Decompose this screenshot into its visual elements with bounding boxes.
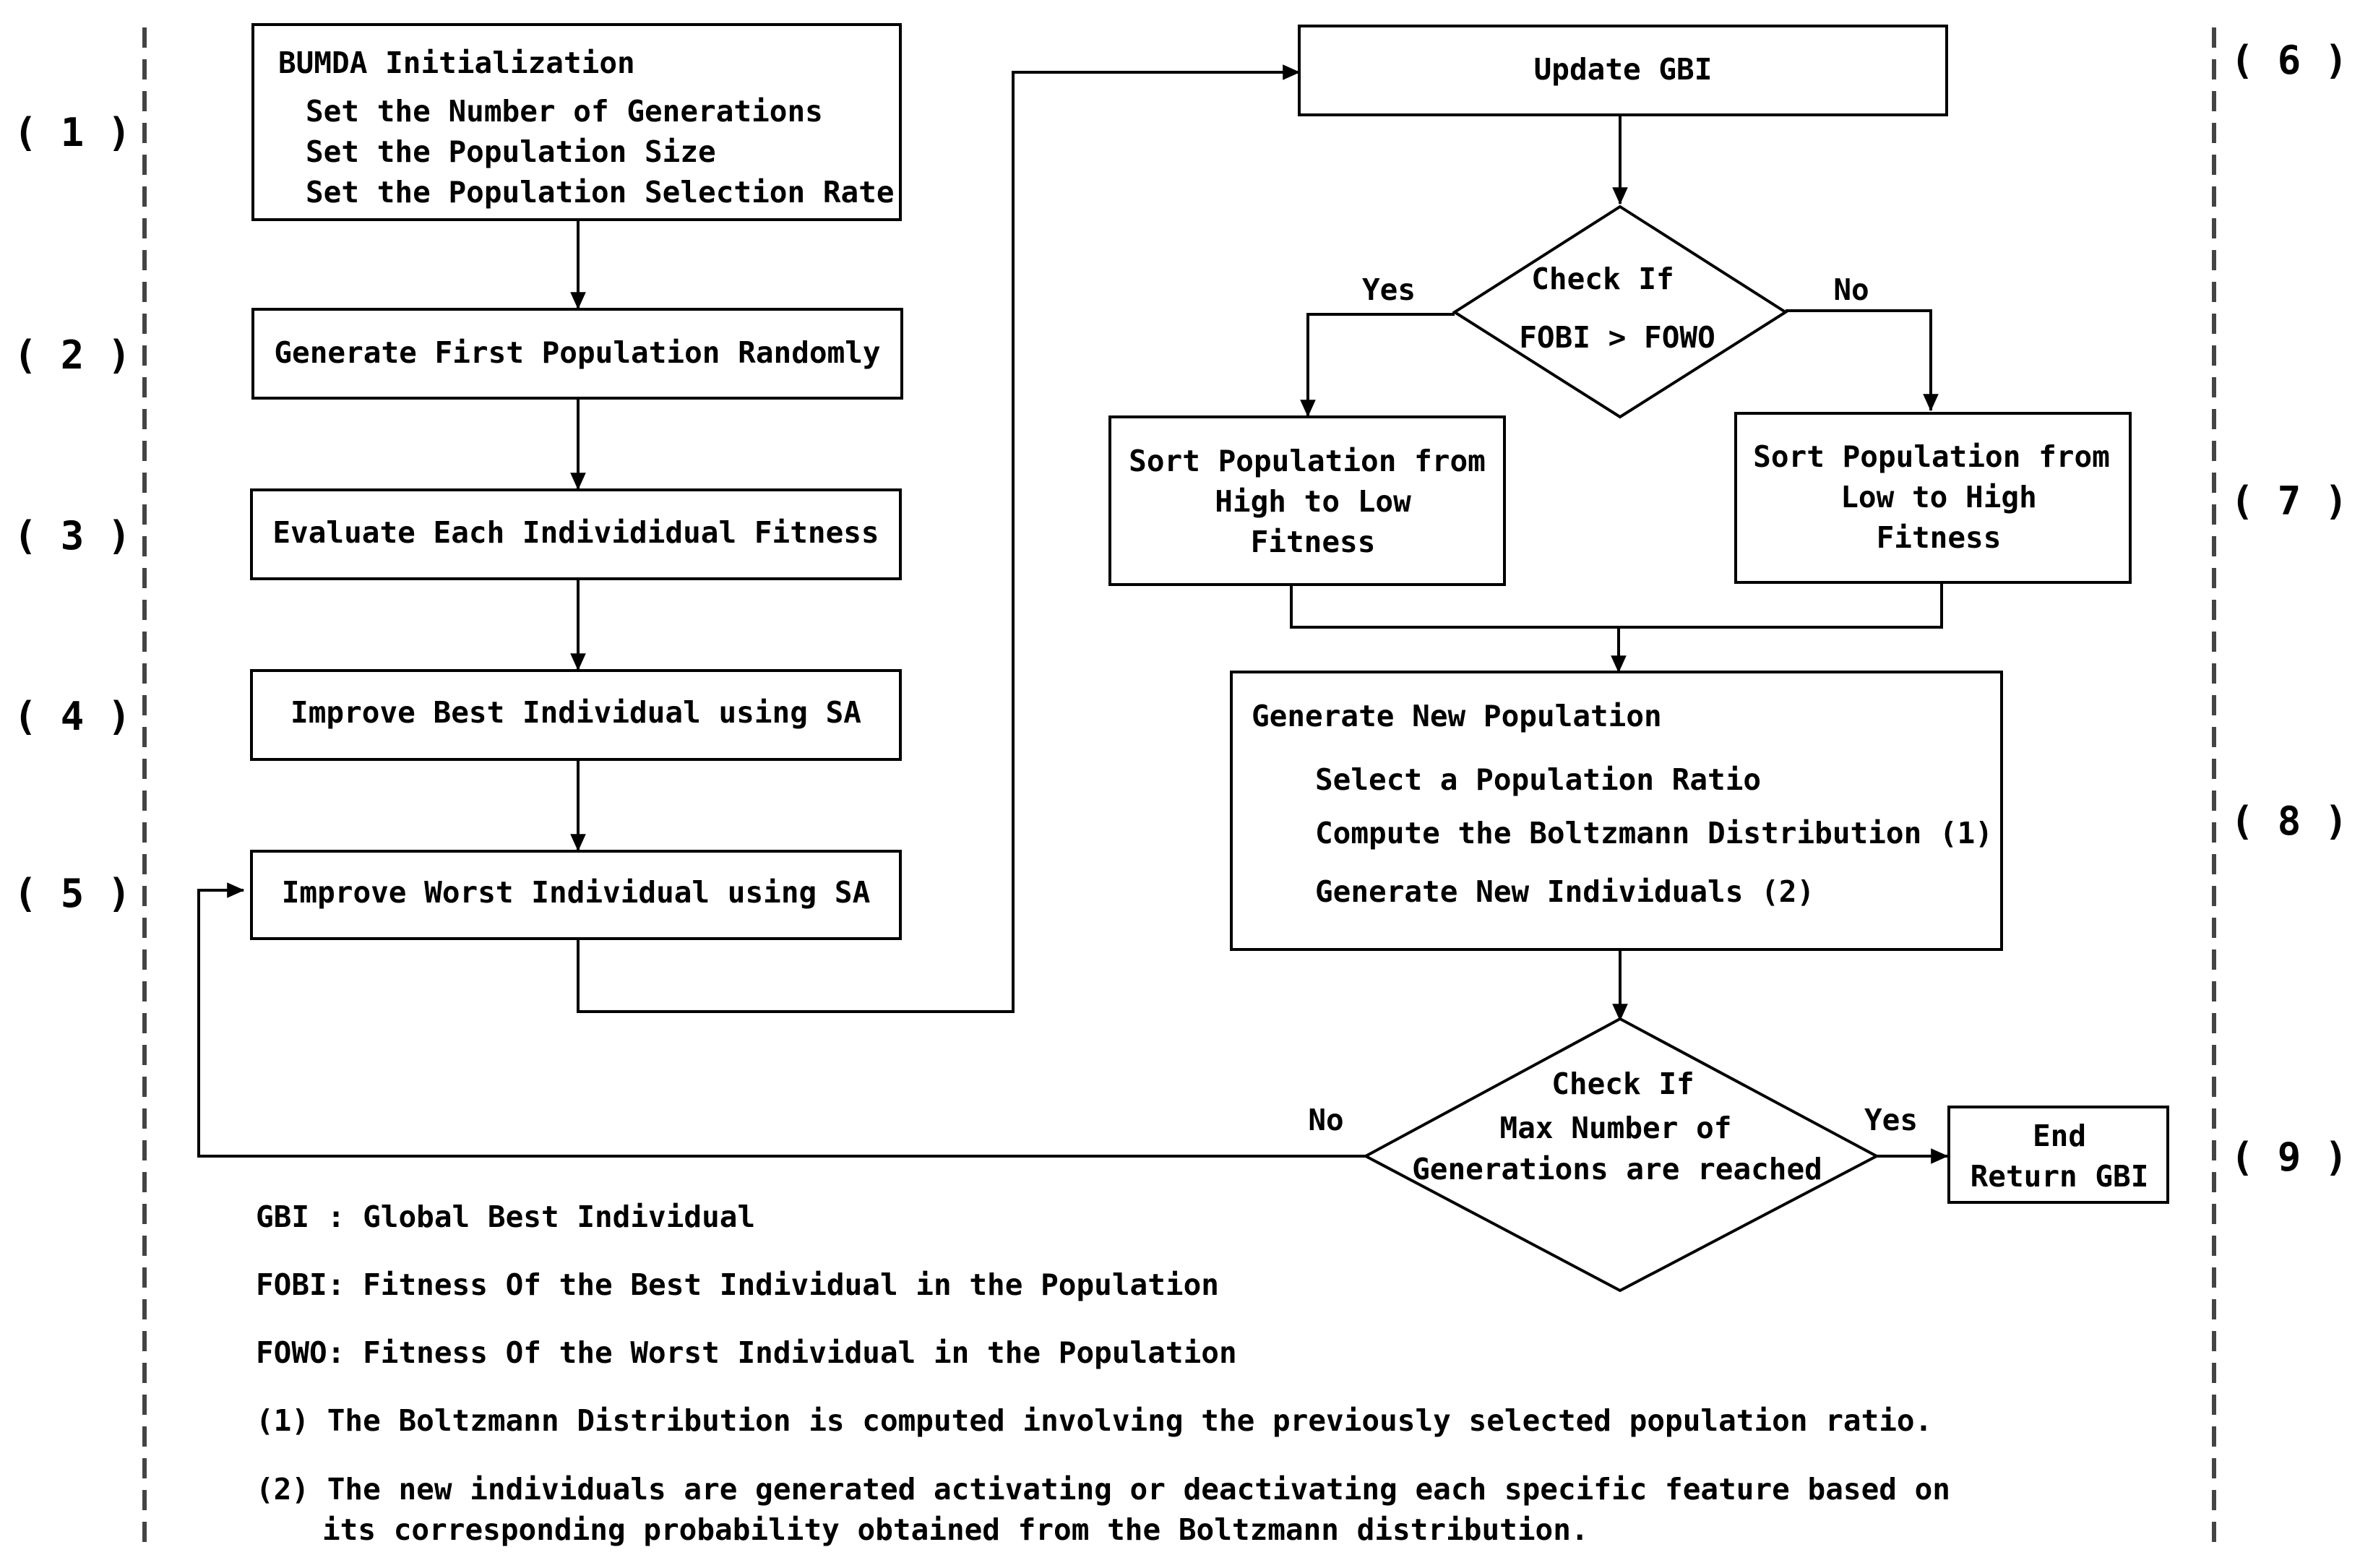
check-max-line-3: Generations are reached: [1412, 1152, 1822, 1186]
init-item-2: Set the Population Size: [306, 134, 716, 169]
check-max-line-2: Max Number of: [1500, 1111, 1732, 1145]
step-label-7: ( 7 ): [2231, 478, 2348, 524]
sort-high-low-line-3: Fitness: [1251, 525, 1376, 559]
legend-gbi: GBI : Global Best Individual: [256, 1199, 755, 1234]
legend-fowo: FOWO: Fitness Of the Worst Individual in…: [256, 1335, 1237, 1370]
evaluate-box: [250, 488, 902, 580]
legend-note-2-continued: its corresponding probability obtained f…: [322, 1512, 1589, 1547]
update-gbi-box: [1298, 25, 1948, 116]
generate-new-title: Generate New Population: [1252, 699, 1662, 733]
arrow-yes-to-sort-high: [1300, 313, 1455, 418]
init-title: BUMDA Initialization: [278, 46, 635, 80]
arrow-worst-to-update: [577, 64, 1301, 1013]
legend-note-1: (1) The Boltzmann Distribution is comput…: [256, 1403, 1932, 1438]
step-label-2: ( 2 ): [14, 332, 132, 378]
merge-connector: [1290, 582, 1943, 629]
init-item-3: Set the Population Selection Rate: [306, 175, 895, 210]
check-fitness-decision: [1452, 204, 1788, 419]
step-label-5: ( 5 ): [14, 871, 132, 916]
step-label-8: ( 8 ): [2231, 798, 2348, 844]
generate-first-label: Generate First Population Randomly: [274, 335, 880, 370]
legend-note-2: (2) The new individuals are generated ac…: [256, 1472, 1950, 1507]
no-label-max: No: [1308, 1103, 1343, 1137]
check-fitness-line-1: Check If: [1531, 262, 1674, 296]
evaluate-label: Evaluate Each Individidual Fitness: [272, 515, 879, 550]
end-box: [1947, 1106, 2169, 1204]
improve-best-box: [250, 669, 902, 761]
step-label-9: ( 9 ): [2231, 1134, 2348, 1180]
yes-label-max: Yes: [1864, 1103, 1918, 1137]
sort-low-high-line-3: Fitness: [1877, 520, 2002, 555]
generate-new-item-1: Select a Population Ratio: [1315, 762, 1761, 797]
step-label-4: ( 4 ): [14, 694, 132, 739]
end-line-1: End: [2033, 1119, 2086, 1153]
step-label-6: ( 6 ): [2231, 38, 2348, 83]
end-line-2: Return GBI: [1971, 1159, 2149, 1194]
improve-worst-box: [250, 850, 902, 940]
arrow-no-to-sort-low: [1786, 309, 1939, 412]
improve-worst-label: Improve Worst Individual using SA: [282, 875, 871, 910]
init-box: [251, 23, 902, 221]
check-max-decision: [1362, 1017, 1880, 1293]
sort-low-high-box: [1734, 412, 2132, 584]
sort-low-high-line-2: Low to High: [1840, 480, 2037, 514]
generate-new-population-box: [1230, 671, 2003, 951]
arrow-no-loop-back: [197, 882, 1366, 1158]
sort-high-low-line-2: High to Low: [1215, 484, 1411, 519]
generate-new-item-3: Generate New Individuals (2): [1315, 874, 1814, 909]
legend-fobi: FOBI: Fitness Of the Best Individual in …: [256, 1267, 1219, 1302]
step-label-1: ( 1 ): [14, 110, 132, 155]
generate-new-item-2: Compute the Boltzmann Distribution (1): [1315, 816, 1993, 850]
update-gbi-label: Update GBI: [1534, 52, 1713, 87]
no-label-fitness: No: [1833, 272, 1869, 307]
improve-best-label: Improve Best Individual using SA: [290, 695, 861, 730]
yes-label-fitness: Yes: [1362, 272, 1416, 307]
check-max-line-1: Check If: [1551, 1067, 1694, 1101]
step-label-3: ( 3 ): [14, 513, 132, 559]
sort-low-high-line-1: Sort Population from: [1753, 439, 2110, 474]
check-fitness-line-2: FOBI > FOWO: [1519, 320, 1715, 355]
generate-first-box: [251, 308, 903, 400]
sort-high-low-box: [1108, 415, 1506, 586]
init-item-1: Set the Number of Generations: [306, 94, 823, 129]
sort-high-low-line-1: Sort Population from: [1129, 444, 1486, 478]
